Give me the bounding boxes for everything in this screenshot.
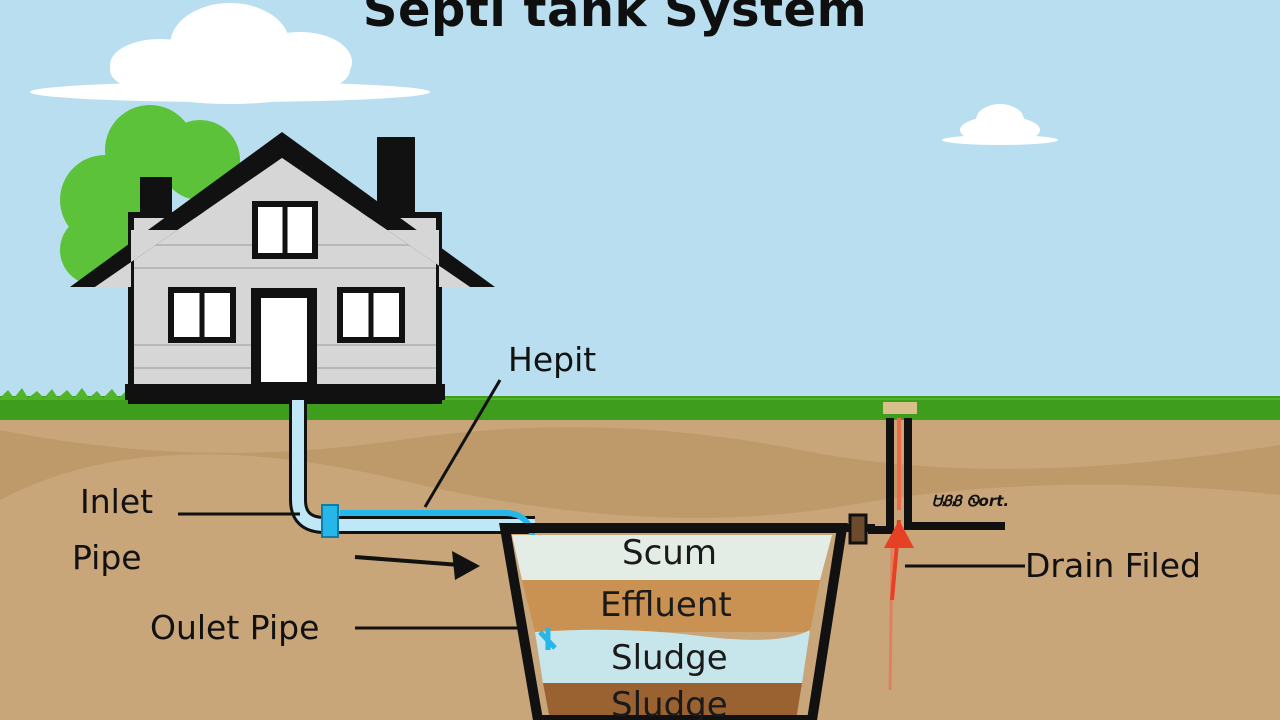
- label-vent-mark: ᏌᏰᏰ Ꮻort.: [932, 492, 1010, 510]
- page-title: Septi tank System: [362, 0, 868, 38]
- label-drain-field: Drain Filed: [1025, 546, 1201, 585]
- inlet-arrow: [354, 551, 480, 580]
- cloud-large: [30, 3, 430, 104]
- label-outlet-pipe: Oulet Pipe: [150, 608, 320, 647]
- label-hepit: Hepit: [508, 340, 597, 379]
- layer-sludge-upper: Sludge: [611, 638, 728, 678]
- leader-lines: [178, 379, 1025, 630]
- outlet-pipe: [842, 402, 1005, 545]
- house: [70, 132, 495, 404]
- label-inlet-pipe-2: Pipe: [72, 538, 142, 577]
- label-inlet-pipe-1: Inlet: [80, 482, 154, 521]
- drain-arrow: [884, 418, 914, 691]
- layer-sludge-lower: Sludge: [611, 685, 728, 720]
- layer-scum: Scum: [622, 533, 717, 573]
- soil-band: [0, 427, 1280, 518]
- cloud-small: [942, 104, 1058, 145]
- layer-effluent: Effluent: [600, 585, 732, 625]
- septic-tank: [499, 523, 848, 720]
